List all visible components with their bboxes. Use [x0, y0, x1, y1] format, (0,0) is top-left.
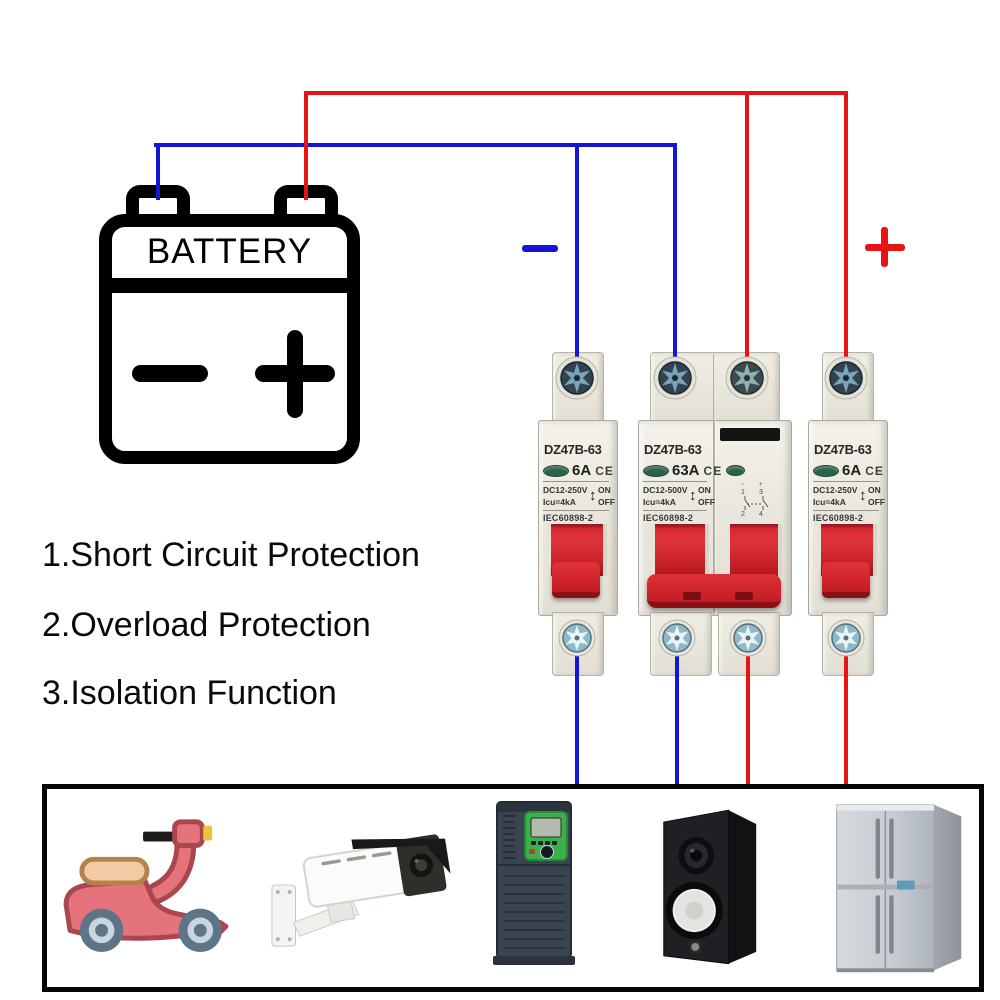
positive-wire-to-breaker3: [844, 94, 848, 374]
negative-wire-out-1: [575, 638, 579, 786]
terminal-screw-icon: [555, 356, 599, 400]
plus-icon: [287, 330, 303, 418]
terminal-screw-icon: [653, 356, 697, 400]
breaker-single-right: DZ47B-63 6A CE DC12-250V Icu=4kA ↕ ON OF…: [808, 352, 888, 676]
cap-seam: [713, 354, 714, 420]
label-separator: [643, 481, 707, 482]
inverter-drive-icon: [493, 801, 575, 965]
label-separator: [543, 481, 609, 482]
terminal-screw-icon: [824, 356, 868, 400]
breaker-model-label: DZ47B-63: [814, 442, 872, 457]
negative-polarity-icon: [522, 245, 558, 252]
breaker-rating: 63A: [672, 462, 700, 479]
green-indicator-icon: [644, 465, 668, 476]
breaker-model-label: DZ47B-63: [644, 442, 702, 457]
pole2-minus: −: [741, 482, 745, 488]
breaker-rating-row: 6A CE: [544, 462, 614, 479]
label-separator: [813, 481, 879, 482]
battery: BATTERY: [99, 214, 360, 464]
switch-handle-bar-off: [647, 574, 781, 608]
handle-slot: [735, 592, 753, 600]
electric-scooter-icon: [63, 819, 229, 953]
positive-wire-out-2: [844, 638, 848, 786]
pole2-terminal-2: 2: [741, 511, 745, 518]
feature-item-2: 2.Overload Protection: [42, 606, 371, 644]
terminal-screw-icon: [729, 619, 767, 657]
ce-mark: CE: [595, 463, 614, 478]
breaker-standard: IEC60898-2: [643, 513, 694, 523]
terminal-screw-icon: [658, 619, 696, 657]
studio-speaker-icon: [663, 809, 757, 965]
label-separator: [543, 510, 609, 511]
minus-icon: [132, 365, 208, 382]
breaker-standard: IEC60898-2: [543, 513, 594, 523]
on-label: ON: [598, 485, 611, 495]
terminal-screw-icon: [827, 619, 865, 657]
breaker-voltage: DC12-250V: [543, 485, 588, 495]
ce-mark: CE: [703, 463, 723, 478]
pole2-terminal-1: 1: [741, 489, 745, 496]
switch-handle-off: [822, 562, 870, 598]
pole2-plus: +: [759, 482, 763, 488]
pole2-terminal-3: 3: [759, 489, 763, 496]
green-indicator-icon: [727, 466, 744, 475]
positive-wire-battery-drop: [304, 95, 308, 200]
positive-wire-bus: [304, 91, 848, 95]
breaker-spec-block: DC12-250V Icu=4kA ↕ ON OFF: [813, 485, 885, 509]
green-indicator-icon: [544, 465, 568, 476]
negative-wire-to-breaker1: [575, 146, 579, 374]
green-indicator-icon: [814, 465, 838, 476]
breaker-breaking-capacity: Icu=4kA: [543, 497, 576, 507]
terminal-screw-icon: [558, 619, 596, 657]
on-label: ON: [868, 485, 881, 495]
label-separator: [813, 510, 879, 511]
switch-window: [726, 524, 782, 576]
on-off-arrow-icon: ↕: [689, 487, 697, 504]
breaker-standard: IEC60898-2: [813, 513, 864, 523]
off-label: OFF: [698, 497, 715, 507]
pole2-terminal-4: 4: [759, 511, 763, 518]
pole2-window-strip: [720, 428, 780, 441]
handle-slot: [683, 592, 701, 600]
label-separator: [643, 510, 707, 511]
terminal-screw-icon: [725, 356, 769, 400]
negative-wire-bus: [154, 143, 677, 147]
breaker-breaking-capacity: Icu=4kA: [813, 497, 846, 507]
feature-item-1: 1.Short Circuit Protection: [42, 536, 420, 574]
breaker-model-label: DZ47B-63: [544, 442, 602, 457]
breaker-rating-row: 63A CE: [644, 462, 722, 479]
breaker-breaking-capacity: Icu=4kA: [643, 497, 676, 507]
ce-mark: CE: [865, 463, 884, 478]
on-label: ON: [698, 485, 711, 495]
switch-handle-off: [552, 562, 600, 598]
breaker-single-left: DZ47B-63 6A CE DC12-250V Icu=4kA ↕ ON OF…: [538, 352, 618, 676]
breaker-voltage: DC12-500V: [643, 485, 688, 495]
cctv-camera-icon: [271, 834, 451, 947]
positive-polarity-icon: [881, 227, 888, 267]
on-off-arrow-icon: ↕: [859, 487, 867, 504]
load-devices-panel: [42, 784, 984, 992]
battery-label: BATTERY: [146, 232, 313, 271]
positive-wire-out-1: [746, 638, 750, 786]
on-off-arrow-icon: ↕: [589, 487, 597, 504]
off-label: OFF: [868, 497, 885, 507]
battery-divider: [112, 278, 347, 293]
refrigerator-icon: [836, 804, 962, 973]
negative-wire-out-2: [675, 638, 679, 786]
breaker-spec-block: DC12-250V Icu=4kA ↕ ON OFF: [543, 485, 615, 509]
pole-divider: [713, 420, 715, 614]
positive-wire-to-breaker2: [745, 94, 749, 374]
negative-wire-battery-drop: [156, 145, 160, 200]
pole-circuit-symbol: − + 1 3 2 4: [741, 482, 769, 518]
breaker-rating-row: 6A CE: [814, 462, 884, 479]
switch-window: [651, 524, 709, 576]
breaker-rating: 6A: [572, 462, 592, 479]
breaker-voltage: DC12-250V: [813, 485, 858, 495]
breaker-rating: 6A: [842, 462, 862, 479]
off-label: OFF: [598, 497, 615, 507]
feature-item-3: 3.Isolation Function: [42, 674, 337, 712]
negative-wire-to-breaker2: [673, 146, 677, 374]
breaker-spec-block: DC12-500V Icu=4kA ↕ ON OFF: [643, 485, 715, 509]
